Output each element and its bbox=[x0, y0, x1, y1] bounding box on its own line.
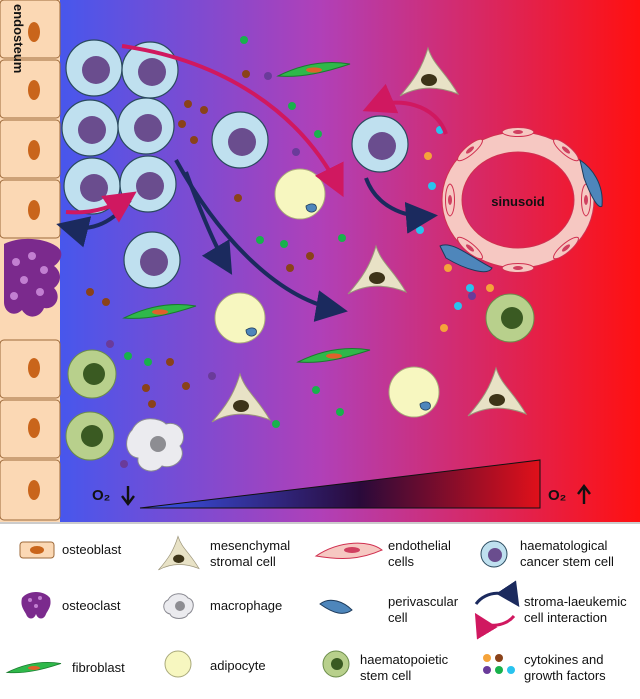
adipocyte-icon bbox=[164, 650, 192, 678]
oxygen-gradient-triangle bbox=[139, 459, 541, 509]
macrophage bbox=[126, 418, 184, 472]
down-arrow-icon bbox=[121, 486, 135, 506]
legend-label-interaction: stroma-laeukemic cell interaction bbox=[524, 594, 627, 625]
sinusoid bbox=[439, 127, 603, 273]
legend-label-endothelial-cells: endothelial cells bbox=[388, 538, 451, 569]
legend-label-perivascular-cell: perivascular cell bbox=[388, 594, 459, 625]
hsc-icon bbox=[322, 650, 350, 678]
legend-label-osteoclast: osteoclast bbox=[62, 598, 121, 613]
legend-label-osteoblast: osteoblast bbox=[62, 542, 122, 557]
sinusoid-label: sinusoid bbox=[491, 194, 545, 209]
legend-label-fibroblast: fibroblast bbox=[72, 660, 125, 675]
legend-label-mesenchymal-stromal-cell: mesenchymal stromal cell bbox=[210, 538, 291, 569]
cytokines-icon bbox=[483, 654, 515, 674]
o2-low-label: O₂ bbox=[92, 487, 110, 504]
legend-label-cancer-stem-cell: haematological cancer stem cell bbox=[520, 538, 614, 569]
interaction-arrows-icon bbox=[474, 580, 520, 640]
legend-label-adipocyte: adipocyte bbox=[210, 658, 266, 673]
macrophage-icon bbox=[163, 593, 194, 619]
stroma-leukemic-interaction-arrows bbox=[56, 44, 448, 322]
osteoclast-icon bbox=[21, 592, 51, 619]
o2-high-label: O₂ bbox=[548, 487, 566, 504]
osteoblast-icon bbox=[19, 541, 55, 559]
legend-panel bbox=[0, 523, 640, 699]
perivascular-cell-icon bbox=[319, 599, 353, 614]
up-arrow-icon bbox=[577, 484, 591, 504]
cancer-stem-cell-icon bbox=[480, 540, 508, 568]
osteoclast bbox=[4, 238, 62, 317]
endothelial-cell-icon bbox=[314, 542, 383, 559]
legend-label-macrophage: macrophage bbox=[210, 598, 283, 613]
legend-label-hsc: haematopoietic stem cell bbox=[360, 652, 449, 683]
endosteum-label: endosteum bbox=[11, 4, 26, 73]
legend-label-cytokines: cytokines and growth factors bbox=[524, 652, 606, 683]
